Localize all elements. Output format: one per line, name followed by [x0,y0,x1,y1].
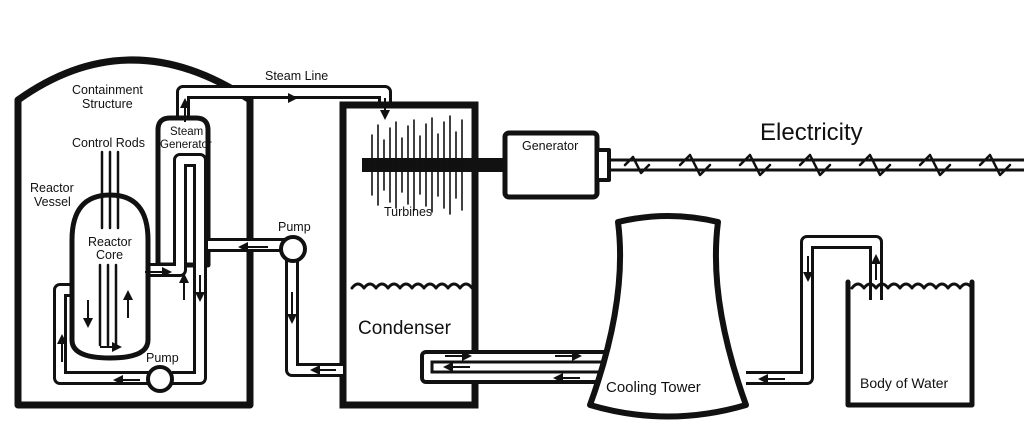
label-cooling-tower: Cooling Tower [606,379,701,396]
body-of-water [845,279,975,408]
label-steam-generator-2: Generator [160,139,212,151]
label-steam-generator-1: Steam [170,126,203,138]
secondary-loop-pipe [208,238,343,377]
water-intake-pipe [746,235,883,385]
condenser-water-line [350,282,474,290]
electricity-wire [607,153,1024,177]
label-reactor-vessel-1: Reactor [30,181,74,195]
cooling-tower [587,213,749,420]
label-generator: Generator [522,139,578,153]
label-electricity: Electricity [760,119,863,146]
label-reactor-core-2: Core [96,248,123,262]
generator-connector [595,148,611,182]
label-containment-2: Structure [82,97,133,111]
label-control-rods: Control Rods [72,136,145,150]
turbine-blades [371,115,463,215]
label-turbines: Turbines [384,205,432,219]
reactor-core-rods [98,263,118,347]
body-of-water-surface [850,282,974,290]
primary-pump [146,365,174,393]
label-reactor-vessel-2: Vessel [34,195,71,209]
flow-arrows [57,93,881,385]
secondary-pump [279,235,307,263]
label-steam-line: Steam Line [265,69,328,83]
label-containment-1: Containment [72,83,143,97]
label-body-of-water: Body of Water [860,375,949,391]
label-pump-secondary: Pump [278,220,311,234]
turbine-shaft [362,158,512,172]
label-pump-primary: Pump [146,351,179,365]
label-reactor-core-1: Reactor [88,235,132,249]
label-condenser: Condenser [358,318,452,339]
control-rods [100,150,120,230]
